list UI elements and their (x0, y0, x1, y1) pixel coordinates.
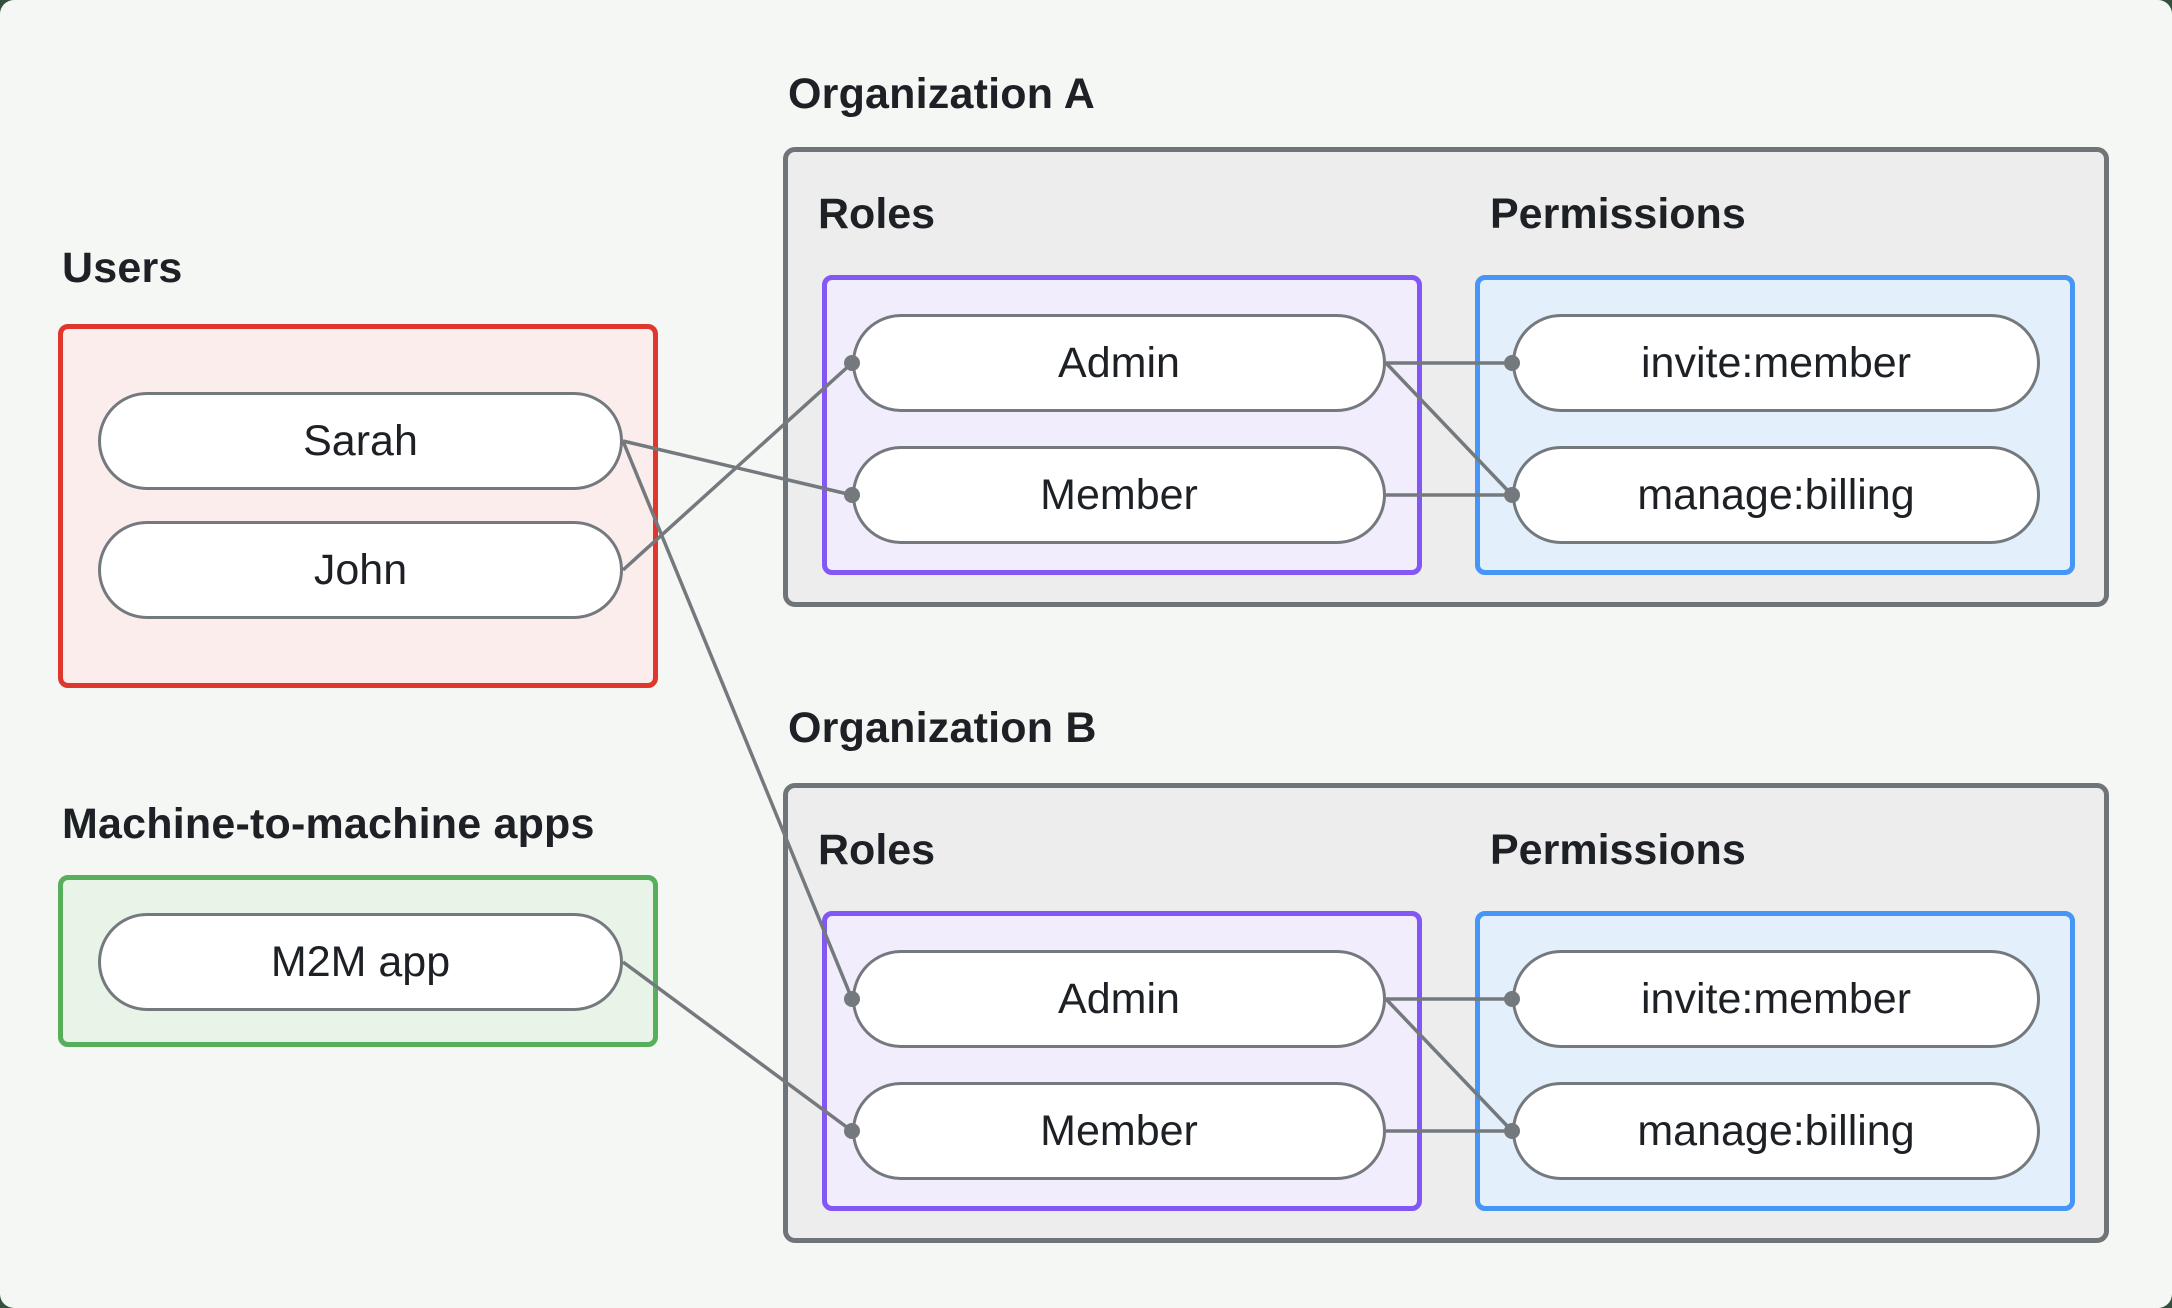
node-org-b-role-admin: Admin (852, 950, 1386, 1048)
org-b-roles-title: Roles (818, 826, 936, 874)
node-org-b-role-member: Member (852, 1082, 1386, 1180)
users-section-title: Users (62, 244, 183, 292)
node-m2m-app: M2M app (98, 913, 623, 1011)
org-b-title: Organization B (788, 704, 1097, 752)
node-org-a-permission-invite-member: invite:member (1512, 314, 2040, 412)
node-user-sarah: Sarah (98, 392, 623, 490)
node-org-a-role-admin: Admin (852, 314, 1386, 412)
node-org-b-permission-invite-member: invite:member (1512, 950, 2040, 1048)
org-a-roles-title: Roles (818, 190, 936, 238)
org-a-permissions-title: Permissions (1490, 190, 1746, 238)
node-org-a-role-member: Member (852, 446, 1386, 544)
org-a-title: Organization A (788, 70, 1095, 118)
node-org-b-permission-manage-billing: manage:billing (1512, 1082, 2040, 1180)
node-org-a-permission-manage-billing: manage:billing (1512, 446, 2040, 544)
org-b-permissions-title: Permissions (1490, 826, 1746, 874)
m2m-section-title: Machine-to-machine apps (62, 800, 595, 848)
node-user-john: John (98, 521, 623, 619)
users-group-box (58, 324, 658, 688)
